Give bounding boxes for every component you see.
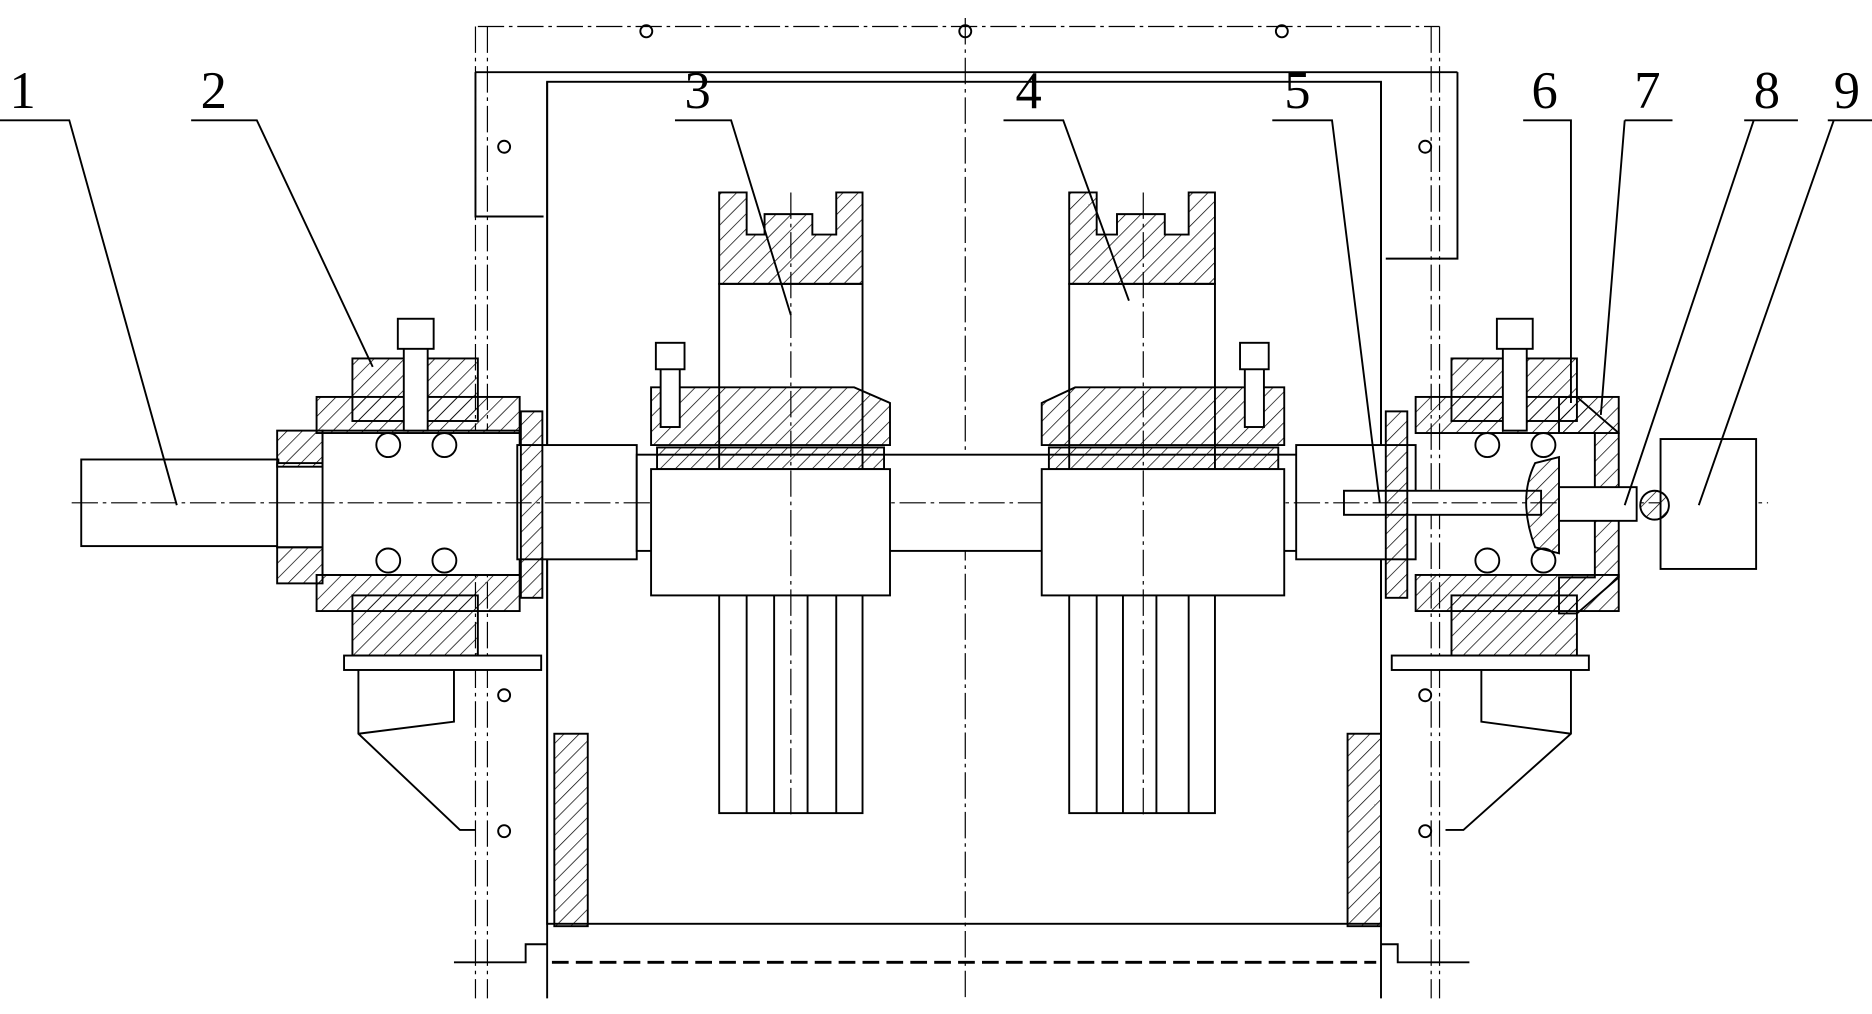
right-bearing-housing	[1384, 317, 1758, 671]
part-label-9: 9	[1834, 62, 1860, 120]
part-label-1: 1	[10, 62, 36, 120]
part-label-5: 5	[1284, 62, 1310, 120]
pulley-4	[1040, 191, 1286, 818]
part-label-2: 2	[201, 62, 227, 120]
pulley-3	[650, 191, 891, 818]
leader-lines	[0, 119, 1872, 506]
part-label-4: 4	[1015, 62, 1041, 120]
part-label-6: 6	[1532, 62, 1558, 120]
part-label-7: 7	[1634, 62, 1660, 120]
left-bearing-housing	[276, 317, 544, 671]
frame	[357, 18, 1572, 999]
part-label-3: 3	[685, 62, 711, 120]
shaft	[71, 429, 1769, 576]
part-label-8: 8	[1754, 62, 1780, 120]
